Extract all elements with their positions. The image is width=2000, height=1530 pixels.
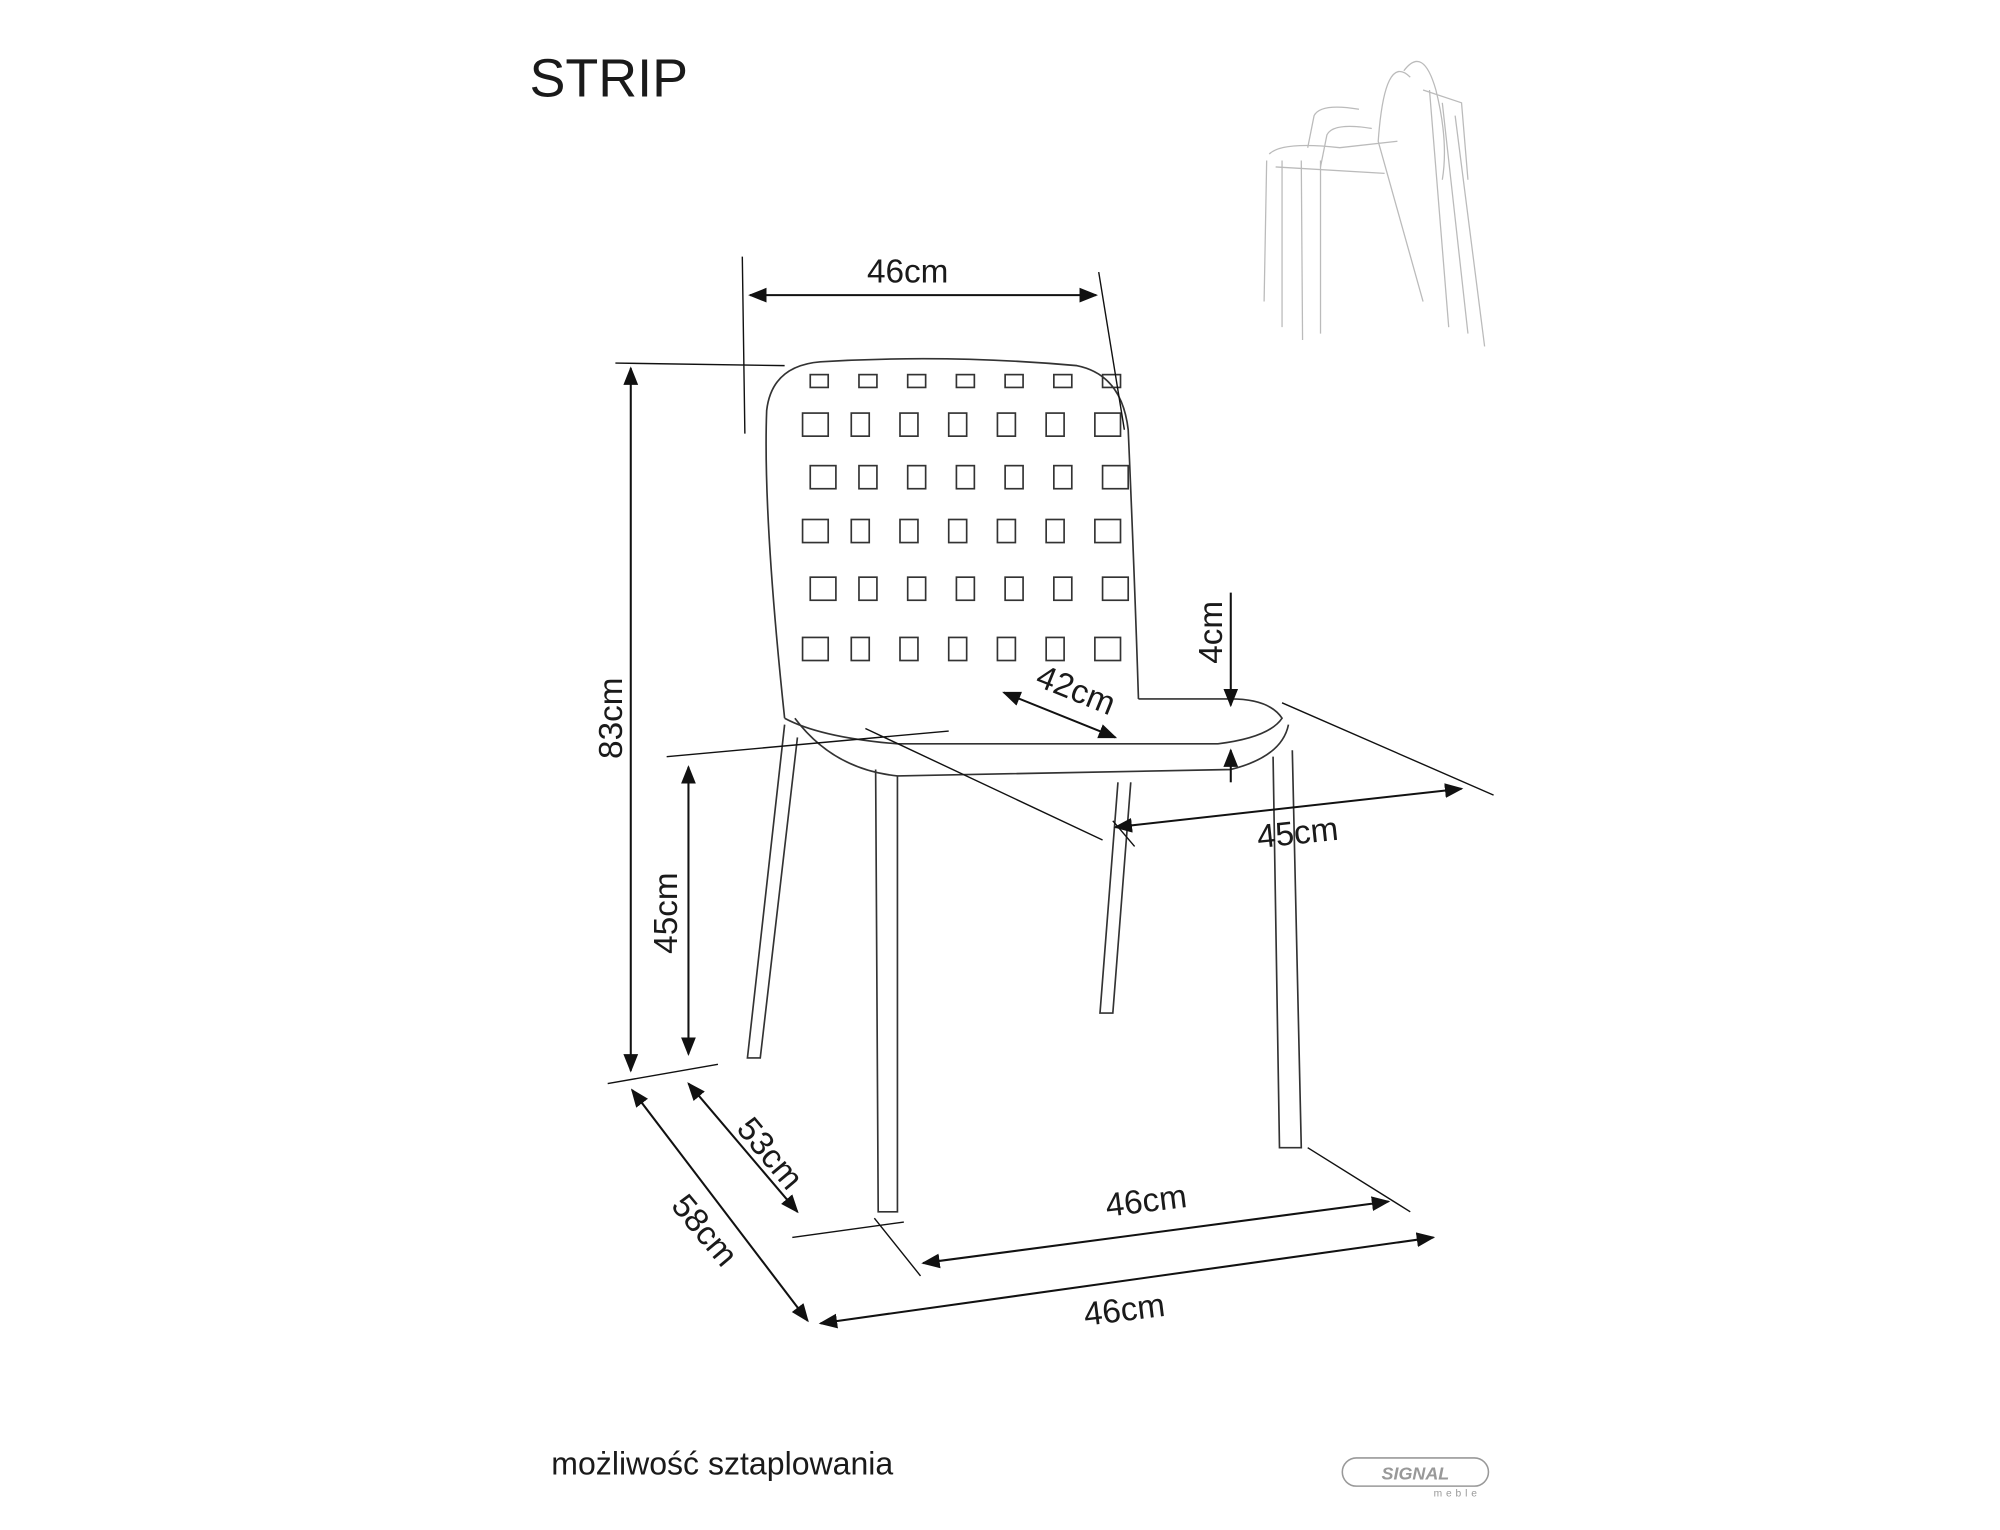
label-total-height: 83cm [593,677,630,758]
backrest-opening [1101,576,1130,602]
backrest-opening [1094,412,1122,437]
backrest-opening [1045,636,1065,662]
label-total-depth: 58cm [664,1188,745,1274]
backrest-opening [1004,576,1024,602]
dimension-arrows [623,287,1464,1329]
backrest-opening [955,373,976,389]
label-seat-width: 45cm [1255,811,1340,856]
backrest-opening [850,412,871,437]
backrest-opening [809,464,837,490]
backrest-opening [858,576,878,602]
backrest-opening [1101,373,1122,389]
backrest-opening [1094,636,1122,662]
label-seat-depth: 42cm [1031,658,1120,723]
backrest-opening [906,373,927,389]
backrest-opening [899,412,919,437]
backrest-opening [955,464,976,490]
backrest-opening [906,464,927,490]
svg-text:SIGNAL: SIGNAL [1382,1464,1450,1484]
backrest-opening [809,576,837,602]
label-seat-height: 45cm [648,872,685,953]
backrest-opening [1004,373,1024,389]
backrest-opening [1094,518,1122,544]
backrest-opening [801,636,830,662]
extension-lines [607,256,1494,1277]
backrest-opening [1053,464,1073,490]
backrest-opening [899,636,919,662]
backrest-opening [955,576,976,602]
backrest-opening [996,412,1017,437]
backrest-woven-pattern [801,373,1130,662]
backrest-opening [1045,518,1065,544]
backrest-opening [1101,464,1130,490]
backrest-opening [996,636,1017,662]
backrest-opening [801,518,830,544]
label-inner-depth: 53cm [729,1111,810,1197]
label-back-width: 46cm [867,253,949,290]
backrest-opening [858,464,878,490]
backrest-opening [947,518,968,544]
backrest-opening [1053,576,1073,602]
backrest-opening [1004,464,1024,490]
backrest-opening [947,412,968,437]
stacking-caption: możliwość sztaplowania [551,1446,893,1482]
backrest-opening [858,373,878,389]
backrest-opening [906,576,927,602]
backrest-opening [850,518,871,544]
backrest-opening [850,636,871,662]
backrest-opening [996,518,1017,544]
svg-text:meble: meble [1434,1488,1481,1499]
label-seat-thickness: 4cm [1193,601,1230,664]
chair-drawing [746,357,1303,1213]
label-leg-width: 46cm [1103,1178,1188,1225]
label-total-width: 46cm [1082,1287,1167,1334]
backrest-opening [947,636,968,662]
product-title: STRIP [529,48,688,108]
stacked-chairs-illustration [1263,60,1486,347]
backrest-opening [809,373,830,389]
backrest-opening [801,412,830,437]
backrest-opening [1045,412,1065,437]
backrest-opening [899,518,919,544]
signal-logo: SIGNAL meble [1341,1457,1490,1499]
backrest-opening [1053,373,1073,389]
